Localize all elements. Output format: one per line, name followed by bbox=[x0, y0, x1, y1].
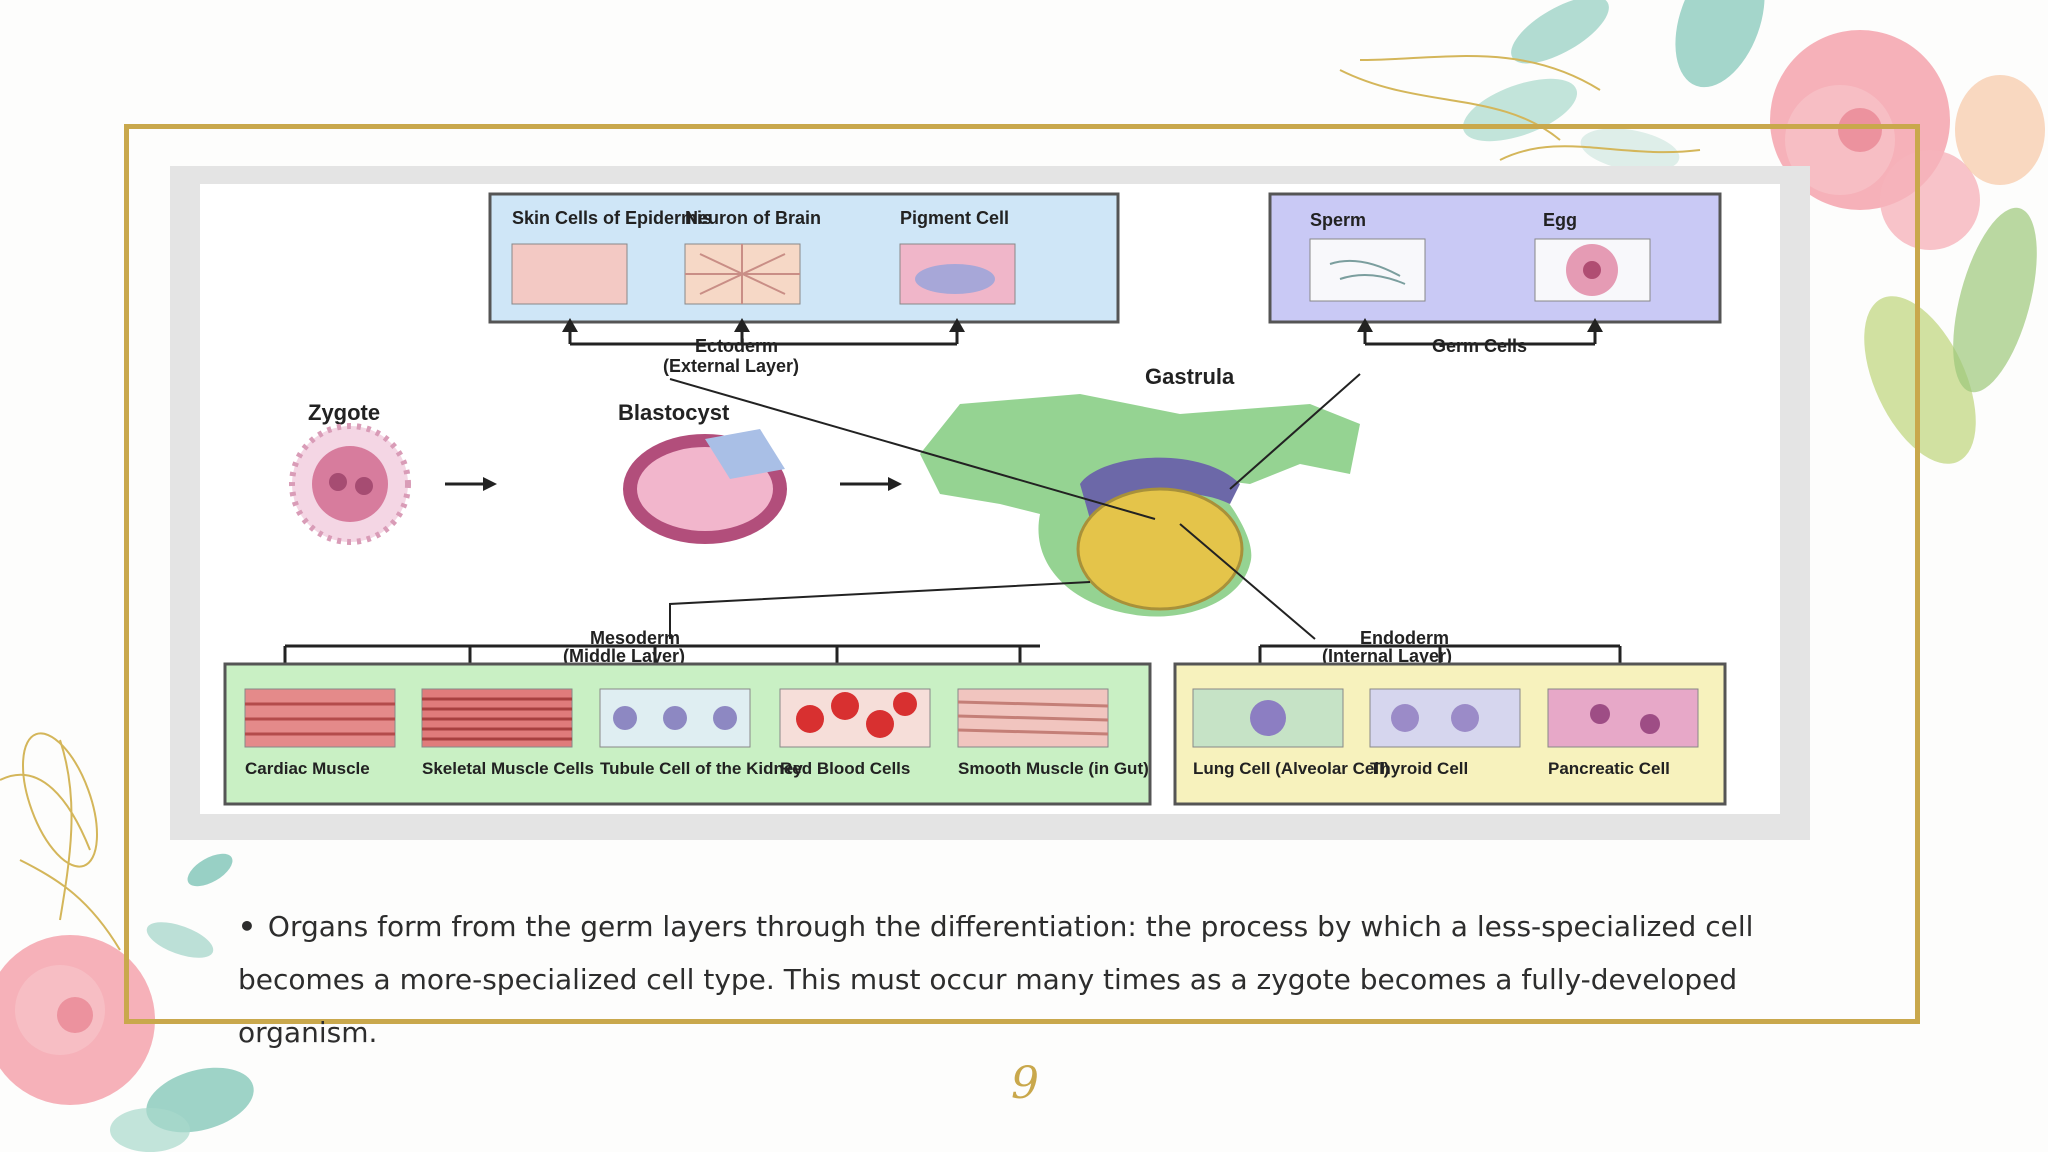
germ-cell-label: Egg bbox=[1543, 210, 1577, 230]
mesoderm-cell-label: Cardiac Muscle bbox=[245, 759, 370, 778]
mesoderm-cell-label: Skeletal Muscle Cells bbox=[422, 759, 594, 778]
endoderm-cell-label: Thyroid Cell bbox=[1370, 759, 1468, 778]
page-number: 9 bbox=[1011, 1058, 1039, 1109]
mesoderm-cell-label: Red Blood Cells bbox=[780, 759, 910, 778]
blastocyst-label: Blastocyst bbox=[618, 400, 730, 425]
gastrula-label: Gastrula bbox=[1145, 364, 1235, 389]
ectoderm-sub-label: (External Layer) bbox=[663, 356, 799, 376]
bullet-marker: • bbox=[238, 910, 256, 943]
zygote-label: Zygote bbox=[308, 400, 380, 425]
ectoderm-cell-label: Neuron of Brain bbox=[685, 208, 821, 228]
ectoderm-cell-label: Pigment Cell bbox=[900, 208, 1009, 228]
embryonic-development-diagram: Skin Cells of Epidermis Neuron of Brain … bbox=[200, 184, 1780, 814]
mesoderm-cell-label: Tubule Cell of the Kidney bbox=[600, 759, 803, 778]
body-paragraph: •Organs form from the germ layers throug… bbox=[238, 900, 1798, 1059]
mesoderm-label: Mesoderm bbox=[590, 628, 680, 648]
ectoderm-cell-label: Skin Cells of Epidermis bbox=[512, 208, 712, 228]
endoderm-cell-label: Lung Cell (Alveolar Cell) bbox=[1193, 759, 1389, 778]
figure-container: Skin Cells of Epidermis Neuron of Brain … bbox=[170, 166, 1810, 840]
endoderm-cell-label: Pancreatic Cell bbox=[1548, 759, 1670, 778]
endoderm-sub-label: (Internal Layer) bbox=[1322, 646, 1452, 666]
mesoderm-cell-label: Smooth Muscle (in Gut) bbox=[958, 759, 1149, 778]
endoderm-label: Endoderm bbox=[1360, 628, 1449, 648]
ectoderm-label: Ectoderm bbox=[695, 336, 778, 356]
paragraph-text: Organs form from the germ layers through… bbox=[238, 910, 1754, 1049]
gold-frame bbox=[124, 124, 1920, 1024]
germ-cells-label: Germ Cells bbox=[1432, 336, 1527, 356]
germ-cell-label: Sperm bbox=[1310, 210, 1366, 230]
